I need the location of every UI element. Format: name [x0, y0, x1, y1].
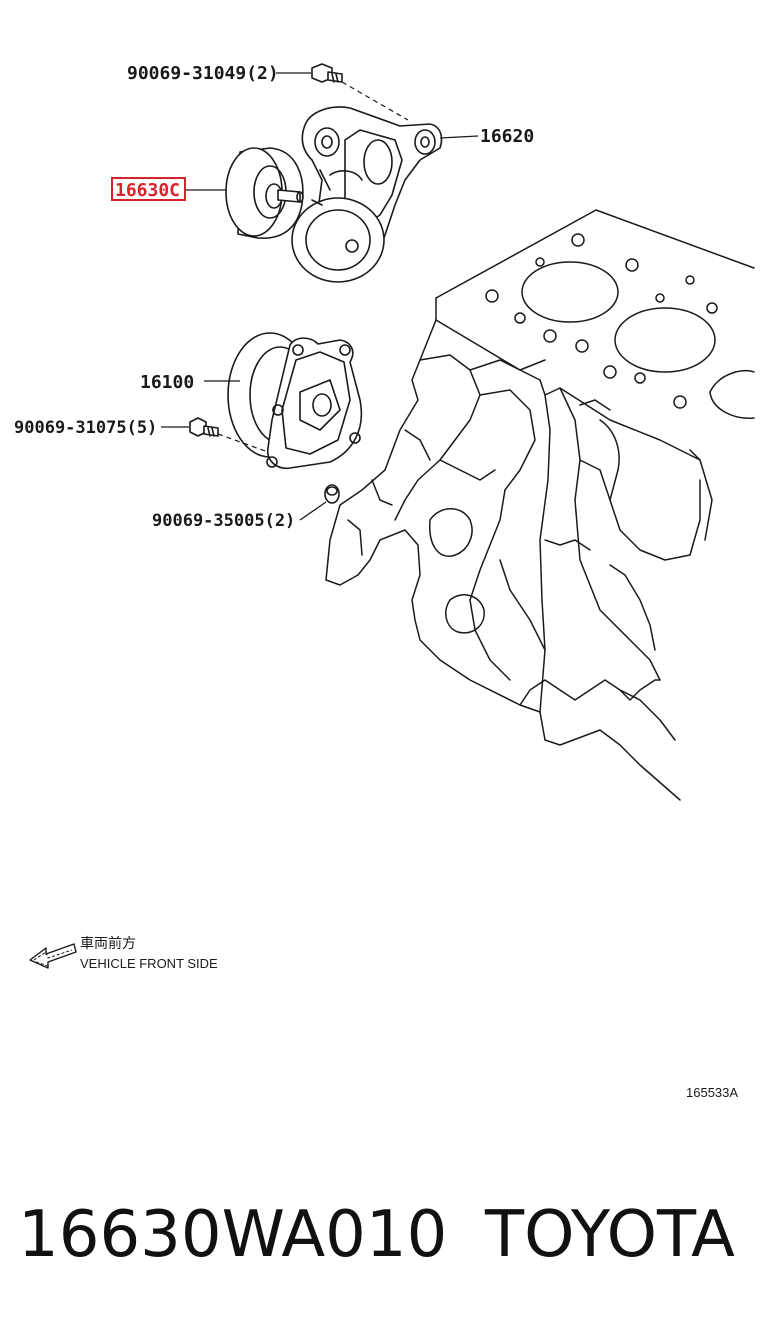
water-pump-drawing [227, 332, 363, 470]
label-tensioner: 16620 [480, 126, 534, 147]
bolt-left-drawing [189, 417, 269, 453]
stud-drawing [324, 484, 340, 504]
direction-english: VEHICLE FRONT SIDE [80, 956, 218, 971]
direction-japanese: 車両前方 [80, 935, 136, 952]
vehicle-front-arrow-icon [29, 943, 77, 969]
leader-tensioner [439, 135, 479, 139]
illustration-id: 165533A [686, 1085, 738, 1100]
brand-name: TOYOTA [485, 1198, 735, 1272]
label-bolt-left: 90069-31075(5) [14, 418, 157, 438]
part-number: 16630WA010 [18, 1198, 448, 1272]
highlight-box [111, 177, 186, 201]
idler-pulley-drawing [225, 147, 304, 239]
label-pulley[interactable]: 16630C [115, 180, 180, 201]
engine-block-drawing [325, 209, 755, 801]
tensioner-drawing [291, 106, 443, 283]
label-stud: 90069-35005(2) [152, 511, 295, 531]
label-water-pump: 16100 [140, 372, 194, 393]
bolt-top-drawing [311, 63, 409, 121]
label-bolt-top: 90069-31049(2) [127, 63, 279, 84]
leader-stud [299, 501, 327, 521]
